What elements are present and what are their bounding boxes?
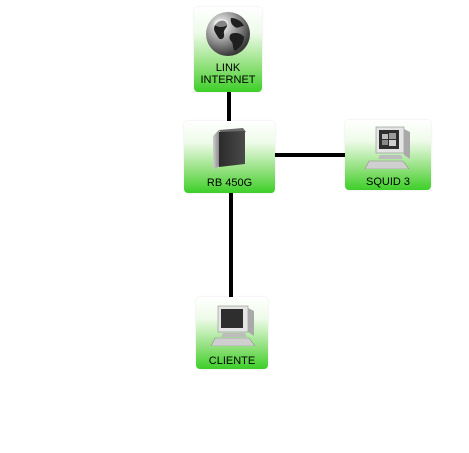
router-device-icon [213,128,246,170]
node-client-label: CLIENTE [208,355,256,367]
globe-icon [206,12,250,56]
node-client[interactable]: CLIENTE [196,297,268,369]
node-internet-label: LINK INTERNET [200,62,256,86]
node-router-label: RB 450G [206,177,253,189]
link-internet-router [227,91,231,123]
node-proxy-label: SQUID 3 [365,176,410,188]
node-internet[interactable]: LINK INTERNET [194,7,262,92]
link-router-proxy [275,153,347,157]
windows-computer-icon [364,126,410,169]
node-proxy[interactable]: SQUID 3 [345,120,431,190]
node-router[interactable]: RB 450G [184,121,275,193]
link-router-client [229,193,233,300]
computer-icon [210,305,256,346]
